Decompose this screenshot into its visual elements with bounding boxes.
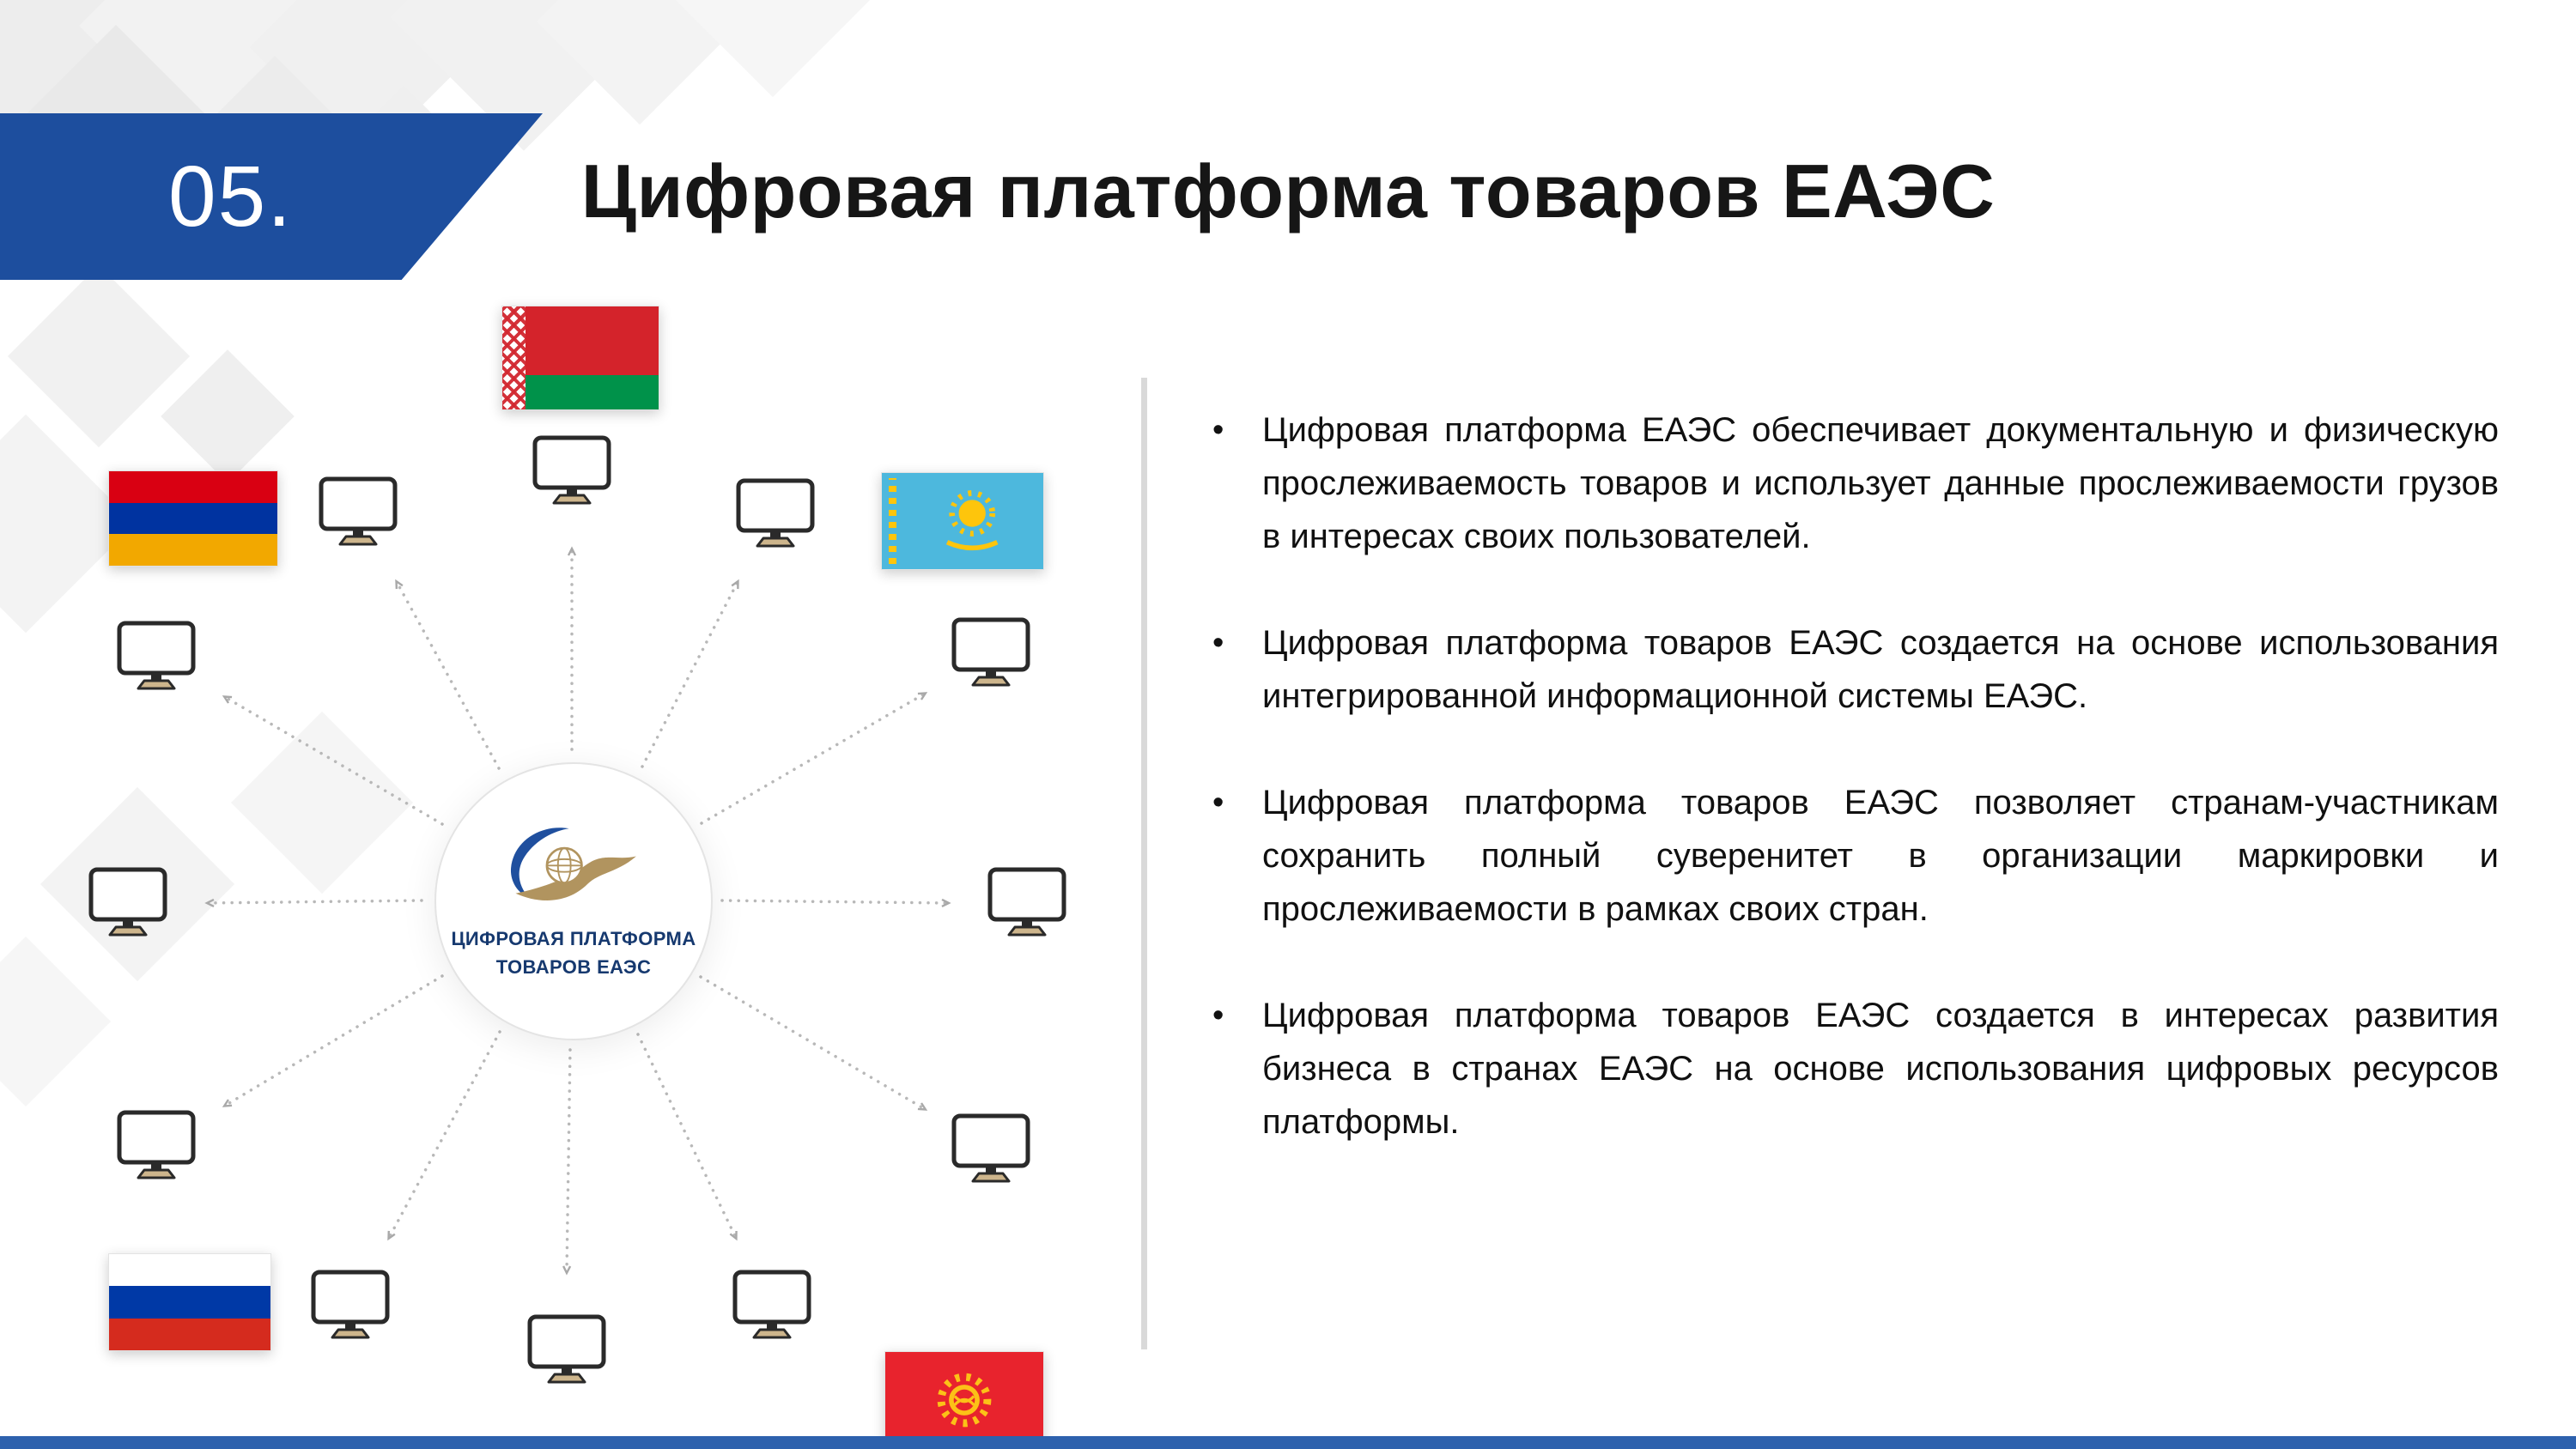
page-title: Цифровая платформа товаров ЕАЭС <box>580 149 1996 233</box>
monitor-icon <box>984 865 1070 943</box>
bullet-text: Цифровая платформа товаров ЕАЭС создаетс… <box>1262 624 2499 715</box>
belarus-stripes <box>526 306 659 409</box>
kyrgyzstan-flag-icon <box>884 1351 1044 1449</box>
bullet-marker: • <box>1212 785 1224 821</box>
russia-white-stripe <box>109 1254 270 1287</box>
belarus-ornament <box>502 306 526 409</box>
monitor-icon <box>732 476 818 554</box>
bullet-item: • Цифровая платформа товаров ЕАЭС создае… <box>1212 616 2499 723</box>
monitor-icon <box>307 1268 393 1345</box>
monitor-icon <box>948 615 1034 693</box>
bullet-item: • Цифровая платформа товаров ЕАЭС создае… <box>1212 989 2499 1149</box>
armenia-flag-icon <box>108 470 278 567</box>
monitor-icon <box>85 865 171 943</box>
monitor-icon <box>524 1313 610 1390</box>
kazakhstan-flag-icon <box>881 472 1044 570</box>
vertical-divider <box>1141 378 1147 1349</box>
belarus-flag-icon <box>501 306 659 410</box>
belarus-red-stripe <box>526 306 659 375</box>
kyrgyzstan-sun-icon <box>937 1373 992 1428</box>
bullet-marker: • <box>1212 997 1224 1034</box>
russia-blue-stripe <box>109 1286 270 1319</box>
monitor-icon <box>948 1112 1034 1189</box>
kazakhstan-ornament <box>889 478 896 564</box>
eaeu-logo-icon <box>510 828 636 900</box>
slide-number-ribbon: 05. <box>0 113 543 280</box>
bullet-text: Цифровая платформа товаров ЕАЭС создаетс… <box>1262 997 2499 1141</box>
bullet-list: • Цифровая платформа ЕАЭС обеспечивает д… <box>1212 403 2499 1149</box>
russia-flag-icon <box>108 1253 271 1351</box>
monitor-icon <box>529 433 615 511</box>
monitor-icon <box>315 475 401 552</box>
armenia-blue-stripe <box>109 502 277 535</box>
armenia-red-stripe <box>109 471 277 503</box>
bullet-text: Цифровая платформа товаров ЕАЭС позволяе… <box>1262 784 2499 928</box>
armenia-orange-stripe <box>109 534 277 566</box>
slide-number: 05. <box>168 148 294 245</box>
hub-label-line2: ТОВАРОВ ЕАЭС <box>495 956 652 978</box>
bullet-item: • Цифровая платформа товаров ЕАЭС позвол… <box>1212 776 2499 936</box>
footer-bar <box>0 1436 2576 1449</box>
hub-label-line1: ЦИФРОВАЯ ПЛАТФОРМА <box>451 928 696 949</box>
bullet-marker: • <box>1212 625 1224 661</box>
kazakhstan-sun-icon <box>945 490 999 551</box>
hub-circle: ЦИФРОВАЯ ПЛАТФОРМА ТОВАРОВ ЕАЭС <box>434 762 713 1040</box>
monitor-icon <box>729 1268 815 1345</box>
bullet-item: • Цифровая платформа ЕАЭС обеспечивает д… <box>1212 403 2499 563</box>
belarus-green-stripe <box>526 375 659 409</box>
russia-red-stripe <box>109 1318 270 1350</box>
monitor-icon <box>113 1108 199 1185</box>
monitor-icon <box>113 619 199 696</box>
bullet-marker: • <box>1212 412 1224 448</box>
bullet-text: Цифровая платформа ЕАЭС обеспечивает док… <box>1262 411 2499 555</box>
